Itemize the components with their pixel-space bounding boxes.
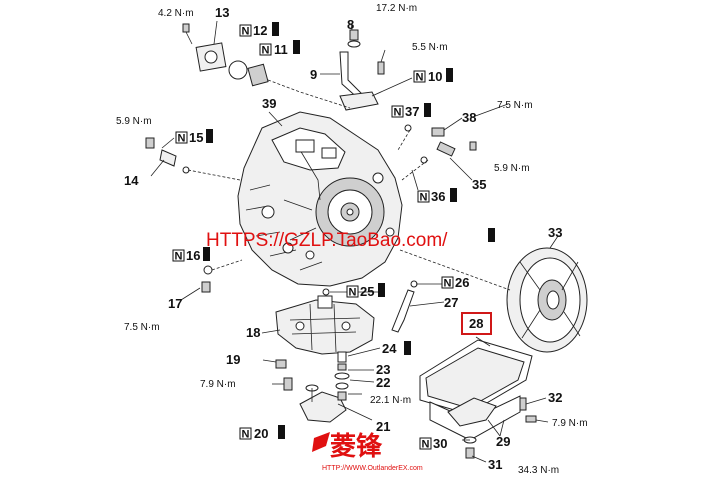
torque-label-4-2: 4.2 N·m [158, 8, 194, 19]
new-part-marker-16: N [172, 249, 185, 263]
svg-text:N: N [262, 45, 270, 57]
callout-8: 8 [347, 17, 354, 32]
svg-text:N: N [416, 72, 424, 84]
callout-33: 33 [548, 225, 562, 240]
oil-can-icon [272, 22, 279, 36]
oil-can-icon [206, 129, 213, 143]
callout-16: 16 [186, 248, 200, 263]
oil-can-icon [446, 68, 453, 82]
callout-35: 35 [472, 177, 486, 192]
callout-14: 14 [124, 173, 139, 188]
torque-label-34-3: 34.3 N·m [518, 465, 559, 476]
torque-label-22-1: 22.1 N·m [370, 395, 411, 406]
watermark-logo: 菱锋 HTTP://WWW.OutlanderEX.com [312, 431, 423, 472]
callout-11: 11 [274, 42, 288, 57]
logo-mark-icon [312, 432, 330, 452]
svg-text:N: N [420, 192, 428, 204]
torque-label-7-5-a: 7.5 N·m [497, 100, 533, 111]
highlight-box-28: 28 [461, 312, 492, 335]
svg-text:N: N [242, 429, 250, 441]
svg-text:N: N [178, 133, 186, 145]
callout-32: 32 [548, 390, 562, 405]
callout-28: 28 [469, 316, 483, 331]
callout-17: 17 [168, 296, 182, 311]
torque-converter [506, 247, 588, 353]
callout-30: 30 [433, 436, 447, 451]
svg-text:N: N [349, 287, 357, 299]
callout-22: 22 [376, 375, 390, 390]
callout-10: 10 [428, 69, 442, 84]
torque-label-17-2: 17.2 N·m [376, 3, 417, 14]
new-part-marker-10: N [413, 70, 426, 84]
new-part-marker-12: N [239, 24, 252, 38]
torque-label-7-9-a: 7.9 N·m [200, 379, 236, 390]
oil-can-icon [278, 425, 285, 439]
oil-pan [419, 339, 533, 441]
new-part-marker-36: N [417, 190, 430, 204]
callout-19: 19 [226, 352, 240, 367]
new-part-marker-11: N [259, 43, 272, 57]
oil-can-icon [293, 40, 300, 54]
callout-12: 12 [253, 23, 267, 38]
callout-36: 36 [431, 189, 445, 204]
callout-37: 37 [405, 104, 419, 119]
callout-31: 31 [488, 457, 502, 472]
oil-strainer [299, 384, 347, 423]
callout-25: 25 [360, 284, 374, 299]
callout-9: 9 [310, 67, 317, 82]
watermark-url: HTTPS://GZLP.TaoBao.com/ [206, 230, 448, 251]
oil-can-icon [203, 247, 210, 261]
oil-can-icon [404, 341, 411, 355]
oil-can-icons [203, 22, 495, 439]
oil-can-icon [424, 103, 431, 117]
torque-labels: 4.2 N·m 17.2 N·m 5.5 N·m 7.5 N·m 5.9 N·m… [116, 3, 588, 476]
callout-numbers: 13 12 11 8 9 10 39 37 38 15 14 36 35 33 … [124, 5, 562, 472]
new-part-marker-20: N [239, 427, 252, 441]
callout-18: 18 [246, 325, 260, 340]
valve-body [275, 295, 375, 355]
callout-15: 15 [189, 130, 203, 145]
oil-can-icon [378, 283, 385, 297]
callout-29: 29 [496, 434, 510, 449]
svg-text:菱锋: 菱锋 [330, 431, 383, 461]
callout-13: 13 [215, 5, 229, 20]
new-part-marker-37: N [391, 105, 404, 119]
svg-text:N: N [422, 439, 430, 451]
callout-21: 21 [376, 419, 390, 434]
torque-label-5-5: 5.5 N·m [412, 42, 448, 53]
callout-26: 26 [455, 275, 469, 290]
callout-39: 39 [262, 96, 276, 111]
new-part-marker-15: N [175, 131, 188, 145]
callout-23: 23 [376, 362, 390, 377]
leader-lines [150, 20, 559, 463]
callout-20: 20 [254, 426, 268, 441]
torque-label-7-5-b: 7.5 N·m [124, 322, 160, 333]
oil-can-icon [450, 188, 457, 202]
svg-text:N: N [444, 278, 452, 290]
torque-label-7-9-b: 7.9 N·m [552, 418, 588, 429]
new-part-markers: N N N N N N N N N N N [172, 24, 454, 451]
new-part-marker-25: N [346, 285, 359, 299]
small-parts [145, 23, 537, 459]
svg-text:N: N [394, 107, 402, 119]
new-part-marker-30: N [419, 437, 432, 451]
svg-text:N: N [175, 251, 183, 263]
oil-can-icon [488, 228, 495, 242]
svg-text:HTTP://WWW.OutlanderEX.com: HTTP://WWW.OutlanderEX.com [322, 465, 423, 472]
callout-24: 24 [382, 341, 397, 356]
new-part-marker-26: N [441, 276, 454, 290]
torque-label-5-9-a: 5.9 N·m [116, 116, 152, 127]
torque-label-5-9-b: 5.9 N·m [494, 163, 530, 174]
svg-text:N: N [242, 26, 250, 38]
callout-27: 27 [444, 295, 458, 310]
callout-38: 38 [462, 110, 476, 125]
transaxle-assembly [237, 111, 403, 287]
